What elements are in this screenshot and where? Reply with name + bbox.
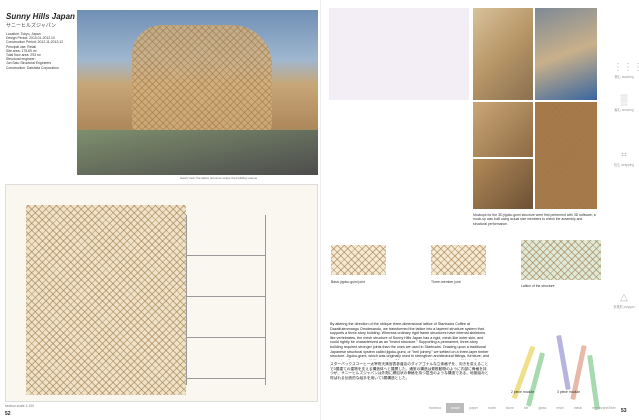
mockup-caption: Mockups for the 3D jigoku-gumi structure… — [473, 213, 596, 226]
page-number: 52 — [5, 411, 11, 417]
tab-tile[interactable]: tile — [524, 406, 529, 410]
drawing-caption: section scale 1:100 — [5, 404, 35, 408]
section-floors — [186, 215, 266, 385]
mockup-photo-1 — [473, 8, 533, 100]
3d-model-diagram — [329, 8, 469, 100]
mockup-photo-4 — [473, 159, 533, 209]
tab-glass[interactable]: glass — [538, 406, 547, 410]
stick-label: 2 piece module — [511, 390, 534, 394]
wrapping-icon: ⌗ — [621, 150, 627, 161]
joint-diagram-3 — [521, 240, 601, 280]
tab-resin[interactable]: resin — [556, 406, 564, 410]
interior-photo — [535, 102, 597, 209]
meta-line: Construction: Daishida Corporation — [6, 65, 59, 70]
diagram-caption: Lattice of the structure — [521, 284, 555, 288]
mockup-photo-2 — [535, 8, 597, 100]
meta-line: Structural engineer: — [6, 57, 36, 62]
project-subtitle-jp: サニーヒルズジャパン — [6, 23, 57, 29]
stacking-icon: ⋮⋮⋮ — [613, 62, 639, 73]
side-icon-label: 多角形 polygon — [613, 305, 635, 309]
section-lattice — [26, 205, 186, 395]
side-icon-label: 積む stacking — [614, 75, 634, 79]
tab-earth[interactable]: earth — [488, 406, 496, 410]
meta-line: Site area: 175.69 m² — [6, 48, 37, 53]
diagram-caption: Basic jigoku-gumi joint — [331, 280, 365, 284]
joint-diagram-1 — [331, 245, 386, 275]
mockup-photo-3 — [473, 102, 533, 157]
side-icon-stacking[interactable]: ⋮⋮⋮ 積む stacking — [613, 62, 639, 79]
body-text-jp: スターバックスコーヒー太宰府天満宮表参道店のダイアゴナルな立体格子を、向きを変え… — [330, 362, 489, 380]
stick-green — [587, 354, 600, 411]
meta-line: Design Period: 2010.01-2012.10 — [6, 36, 55, 41]
meta-line: Jun Sato Structural Engineers — [6, 61, 52, 66]
street — [77, 130, 318, 175]
polygon-icon: △ — [620, 292, 628, 303]
right-page: Mockups for the 3D jigoku-gumi structure… — [320, 0, 639, 420]
building-photo — [77, 10, 318, 175]
meta-line: Location: Tokyo, Japan — [6, 32, 41, 36]
section-drawing — [5, 184, 318, 402]
meta-line: Principal use: Retail — [6, 44, 36, 49]
page-number: 53 — [621, 408, 627, 414]
stick-purple — [556, 334, 571, 391]
stick-label: 3 piece module — [557, 390, 580, 394]
tab-wood[interactable]: wood — [446, 403, 465, 413]
side-icon-wrapping[interactable]: ⌗ 包む wrapping — [613, 150, 635, 167]
left-page: Sunny Hills Japan サニーヒルズジャパン Location: T… — [5, 10, 318, 417]
project-title: Sunny Hills Japan — [6, 12, 75, 21]
diagram-caption: Three-member joint — [431, 280, 461, 284]
tab-paper[interactable]: paper — [469, 406, 479, 410]
material-tabs: bamboo wood paper earth stone tile glass… — [424, 403, 621, 413]
tab-bamboo[interactable]: bamboo — [429, 406, 442, 410]
lattice-facade — [132, 25, 272, 135]
tab-metal[interactable]: metal — [573, 406, 583, 410]
meta-line: Construction Period: 2012.11-2013.12 — [6, 40, 64, 45]
side-icon-weaving[interactable]: ▒ 編む weaving — [613, 95, 635, 112]
project-meta: Location: Tokyo, Japan Design Period: 20… — [6, 32, 74, 70]
body-text-en: By altering the direction of the oblique… — [330, 322, 490, 360]
side-icon-label: 編む weaving — [614, 108, 634, 112]
meta-line: Total floor area: 293 m² — [6, 53, 41, 58]
tab-stone[interactable]: stone — [505, 406, 515, 410]
joint-diagram-2 — [431, 245, 486, 275]
weaving-icon: ▒ — [620, 95, 628, 106]
tab-membrane-fiber[interactable]: membrane/fiber — [592, 406, 616, 410]
side-icon-label: 包む wrapping — [613, 163, 635, 167]
photo-caption: South view: the lattice structure wraps … — [180, 176, 258, 180]
side-icon-polygon[interactable]: △ 多角形 polygon — [613, 292, 635, 309]
